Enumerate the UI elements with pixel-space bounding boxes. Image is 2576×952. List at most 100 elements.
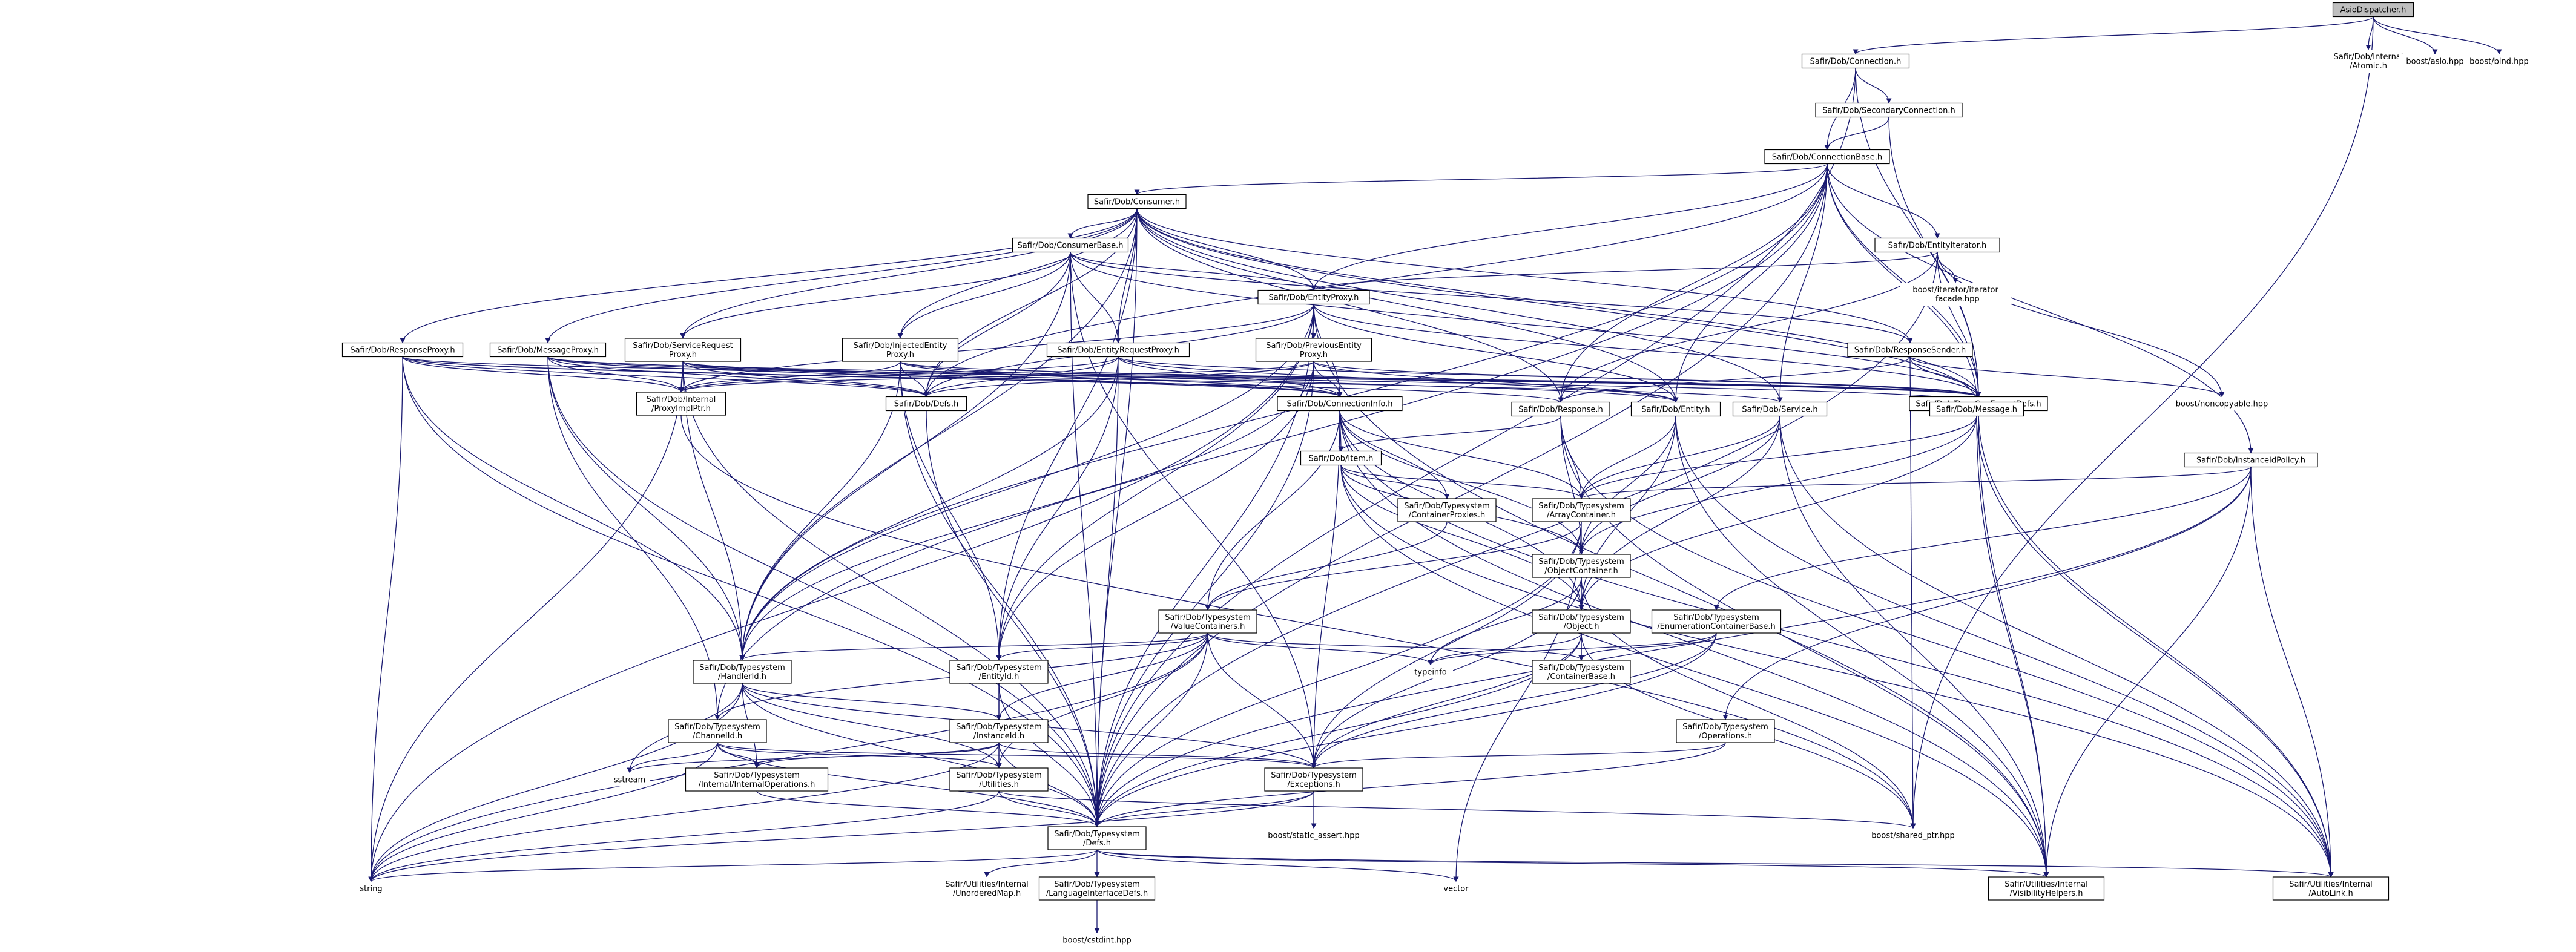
node-label: Safir/Dob/Internal (647, 395, 716, 404)
node-entityid[interactable]: Safir/Dob/Typesystem/EntityId.h (949, 660, 1049, 684)
edge-respproxy-to-tsdefs (402, 356, 1100, 827)
node-conninfo[interactable]: Safir/Dob/ConnectionInfo.h (1277, 396, 1403, 412)
edge-connbase-to-tsdefs (1094, 163, 1828, 827)
node-label: string (360, 885, 382, 894)
node-label: Safir/Dob/Typesystem (956, 723, 1042, 732)
node-objcont[interactable]: Safir/Dob/Typesystem/ObjectContainer.h (1532, 554, 1631, 578)
node-enumcont[interactable]: Safir/Dob/Typesystem/EnumerationContaine… (1651, 609, 1782, 634)
node-consumerbase[interactable]: Safir/Dob/ConsumerBase.h (1012, 237, 1129, 253)
edge-item-to-object (1340, 465, 1584, 611)
node-box (1630, 401, 1721, 417)
node-label: Proxy.h (1300, 350, 1328, 359)
node-box (1732, 401, 1828, 417)
node-label: boost/bind.hpp (2469, 57, 2529, 67)
node-response[interactable]: Safir/Dob/Response.h (1511, 401, 1610, 417)
node-box (1815, 102, 1963, 118)
node-box (1158, 609, 1257, 634)
node-contproxies[interactable]: Safir/Dob/Typesystem/ContainerProxies.h (1397, 498, 1497, 522)
node-operations[interactable]: Safir/Dob/Typesystem/Operations.h (1676, 719, 1775, 743)
edge-entity-to-objcont (1578, 416, 1676, 555)
node-consumer[interactable]: Safir/Dob/Consumer.h (1087, 194, 1187, 209)
node-respproxy[interactable]: Safir/Dob/ResponseProxy.h (341, 342, 464, 358)
edge-entityiter-to-response (1558, 252, 1938, 403)
node-label: Safir/Dob/Typesystem (1271, 771, 1357, 780)
node-label: /ProxyImplPtr.h (651, 404, 711, 413)
node-secondary[interactable]: Safir/Dob/SecondaryConnection.h (1815, 102, 1963, 118)
edge-consumer-to-entity (1136, 208, 1679, 403)
node-box (2399, 54, 2471, 68)
edge-contproxies-to-valconts (1205, 521, 1448, 611)
edge-handlerid-to-string (368, 683, 743, 882)
node-label: Safir/Dob/Typesystem (1538, 663, 1624, 672)
node-visibility[interactable]: Safir/Utilities/Internal/VisibilityHelpe… (1988, 876, 2105, 901)
node-entreqproxy[interactable]: Safir/Dob/EntityRequestProxy.h (1046, 342, 1190, 358)
node-dobdefs[interactable]: Safir/Dob/Defs.h (885, 396, 967, 412)
node-arraycont[interactable]: Safir/Dob/Typesystem/ArrayContainer.h (1532, 498, 1631, 522)
edge-valconts-to-utilities (996, 632, 1208, 769)
node-message[interactable]: Safir/Dob/Message.h (1929, 401, 2024, 417)
node-label: /ArrayContainer.h (1547, 511, 1616, 520)
node-exceptions[interactable]: Safir/Dob/Typesystem/Exceptions.h (1264, 767, 1363, 792)
node-label: Safir/Dob/Typesystem (1404, 502, 1490, 511)
node-box (1511, 401, 1610, 417)
node-proxyimpl[interactable]: Safir/Dob/Internal/ProxyImplPtr.h (636, 392, 726, 416)
node-label: /Atomic.h (2350, 62, 2387, 71)
node-noncopyable: boost/noncopyable.hpp (2170, 396, 2273, 411)
node-label: Safir/Dob/Typesystem (1682, 723, 1768, 732)
node-instpolicy[interactable]: Safir/Dob/InstanceIdPolicy.h (2184, 452, 2318, 468)
edge-injproxy-to-entityid (900, 361, 1002, 661)
edge-instpolicy-to-tsdefs (1094, 467, 2252, 827)
node-valconts[interactable]: Safir/Dob/Typesystem/ValueContainers.h (1158, 609, 1257, 634)
node-label: boost/cstdint.hpp (1062, 936, 1132, 945)
node-label: Safir/Dob/Typesystem (956, 771, 1042, 780)
node-utilities[interactable]: Safir/Dob/Typesystem/Utilities.h (949, 767, 1049, 792)
node-box (1532, 498, 1631, 522)
node-langdefs[interactable]: Safir/Dob/Typesystem/LanguageInterfaceDe… (1038, 876, 1156, 901)
node-respsender[interactable]: Safir/Dob/ResponseSender.h (1847, 342, 1973, 358)
node-msgproxy[interactable]: Safir/Dob/MessageProxy.h (489, 342, 607, 358)
edge-valconts-to-typeinfo (1207, 632, 1434, 666)
node-tsdefs[interactable]: Safir/Dob/Typesystem/Defs.h (1047, 826, 1147, 850)
node-connection[interactable]: Safir/Dob/Connection.h (1801, 53, 1910, 69)
edge-consumer-to-response (1136, 208, 1564, 403)
edge-instpolicy-to-visibility (2043, 467, 2252, 878)
edge-consumerbase-to-entreqproxy (1070, 252, 1121, 344)
node-label: Safir/Dob/Typesystem (674, 723, 760, 732)
node-contbase[interactable]: Safir/Dob/Typesystem/ContainerBase.h (1532, 660, 1631, 684)
edge-channelid-to-utilities (717, 742, 1002, 769)
node-box (929, 877, 1045, 900)
node-object[interactable]: Safir/Dob/Typesystem/Object.h (1532, 609, 1631, 634)
edge-entreqproxy-to-dobdefs (923, 356, 1119, 398)
node-label: boost/static_assert.hpp (1268, 832, 1359, 841)
node-entityproxy[interactable]: Safir/Dob/EntityProxy.h (1257, 289, 1370, 305)
node-box (2170, 396, 2273, 411)
edge-consumer-to-entityproxy (1136, 208, 1317, 291)
edge-servreqproxy-to-dosecpp (682, 361, 1981, 398)
edge-connection-to-secondary (1855, 68, 1892, 104)
node-instanceid[interactable]: Safir/Dob/Typesystem/InstanceId.h (949, 719, 1049, 743)
node-entityiter[interactable]: Safir/Dob/EntityIterator.h (1874, 237, 2000, 253)
edge-enumcont-to-typeinfo (1428, 632, 1717, 666)
node-label: /InstanceId.h (973, 732, 1024, 741)
node-connbase[interactable]: Safir/Dob/ConnectionBase.h (1764, 149, 1890, 165)
node-service[interactable]: Safir/Dob/Service.h (1732, 401, 1828, 417)
node-channelid[interactable]: Safir/Dob/Typesystem/ChannelId.h (668, 719, 767, 743)
node-sstream: sstream (609, 772, 650, 787)
node-item[interactable]: Safir/Dob/Item.h (1300, 450, 1382, 466)
node-label: Safir/Dob/Typesystem (714, 771, 800, 780)
node-label: typeinfo (1414, 668, 1446, 677)
node-label: boost/asio.hpp (2406, 57, 2463, 67)
node-autolink[interactable]: Safir/Utilities/Internal/AutoLink.h (2272, 876, 2390, 901)
edge-msgproxy-to-message (547, 356, 1979, 403)
node-label: /UnorderedMap.h (953, 889, 1021, 898)
node-internalops[interactable]: Safir/Dob/Typesystem/Internal/InternalOp… (685, 767, 829, 792)
edge-entityproxy-to-entity (1313, 304, 1679, 403)
node-entity[interactable]: Safir/Dob/Entity.h (1630, 401, 1721, 417)
node-label: /ValueContainers.h (1171, 622, 1245, 631)
node-staticassert: boost/static_assert.hpp (1258, 828, 1369, 842)
node-label: Safir/Dob/ConnectionBase.h (1772, 153, 1882, 162)
node-handlerid[interactable]: Safir/Dob/Typesystem/HandlerId.h (693, 660, 792, 684)
